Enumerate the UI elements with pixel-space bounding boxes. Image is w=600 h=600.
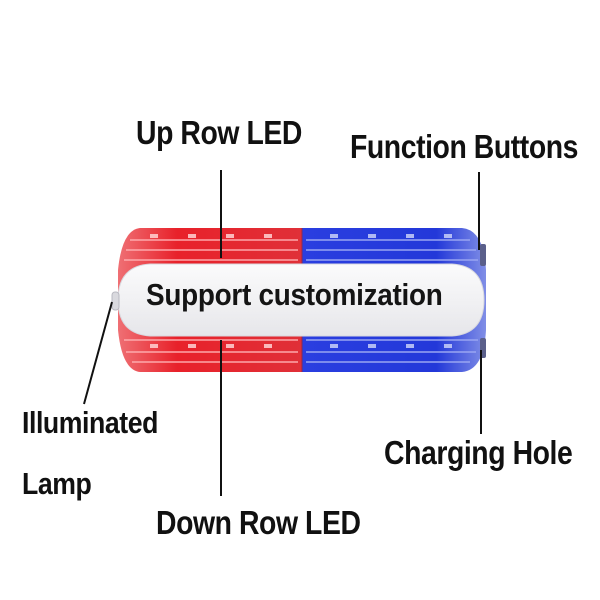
function-button-top: [480, 244, 486, 266]
leader-charging-hole: [480, 350, 482, 434]
leader-function-buttons: [478, 172, 480, 250]
label-up-row-led: Up Row LED: [136, 114, 302, 151]
label-function-buttons: Function Buttons: [350, 128, 578, 165]
leader-down-row: [220, 340, 222, 496]
illuminated-lamp: [111, 291, 120, 311]
label-illuminated: Illuminated: [22, 405, 159, 440]
label-charging-hole: Charging Hole: [384, 434, 573, 471]
center-panel: [117, 263, 485, 337]
label-down-row-led: Down Row LED: [156, 504, 361, 541]
label-lamp: Lamp: [22, 466, 92, 501]
center-customization-text: Support customization: [146, 277, 443, 312]
leader-up-row: [220, 170, 222, 258]
